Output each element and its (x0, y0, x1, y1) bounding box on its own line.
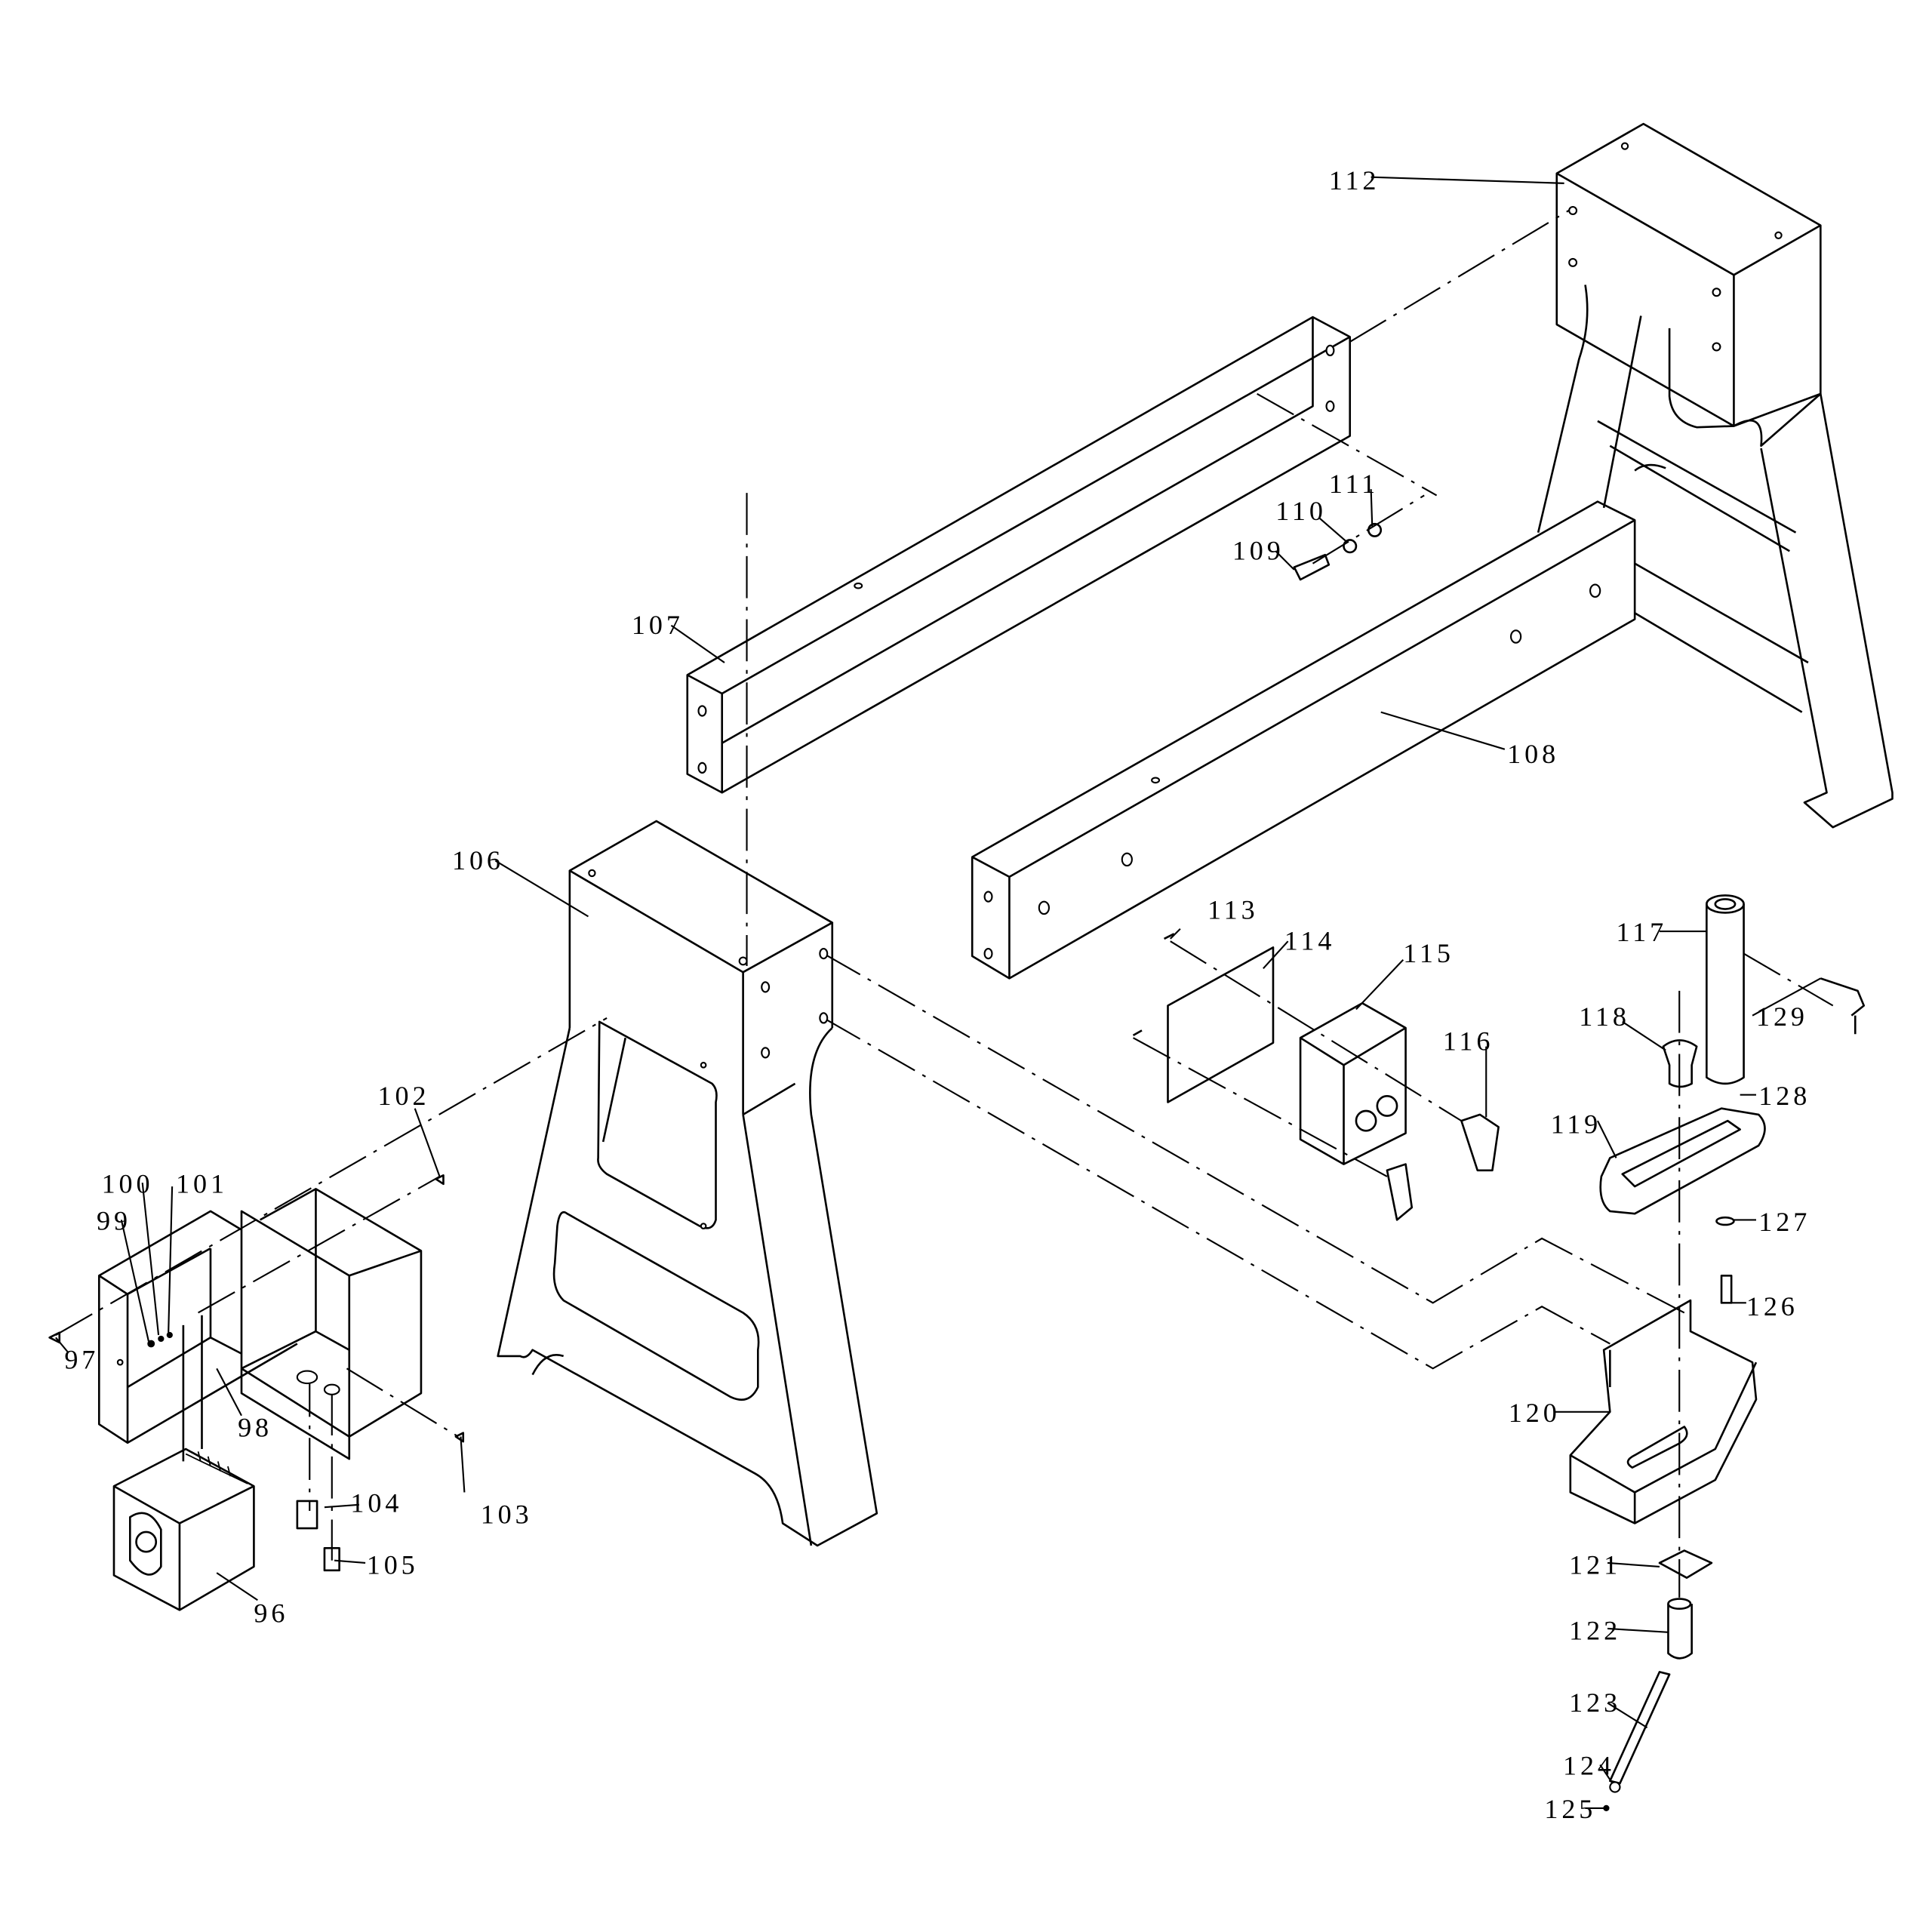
callout-121: 121 (1569, 1550, 1621, 1580)
callout-113: 113 (1208, 895, 1259, 925)
callout-127: 127 (1758, 1207, 1810, 1237)
callout-129: 129 (1756, 1001, 1808, 1032)
callout-123: 123 (1569, 1687, 1621, 1718)
inverter-96 (112, 1447, 255, 1611)
tool-rest-assembly (1569, 894, 1866, 1811)
callout-124: 124 (1563, 1751, 1615, 1781)
rail-107 (686, 315, 1352, 794)
callout-116: 116 (1443, 1026, 1494, 1057)
callout-126: 126 (1746, 1291, 1798, 1321)
callout-120: 120 (1509, 1398, 1561, 1428)
callout-112: 112 (1329, 165, 1380, 195)
callout-108: 108 (1507, 739, 1559, 769)
callout-106: 106 (452, 845, 504, 875)
callout-122: 122 (1569, 1616, 1621, 1646)
callout-107: 107 (632, 610, 684, 640)
leader-lines (55, 176, 1821, 1809)
callout-110: 110 (1275, 496, 1327, 526)
callout-114: 114 (1284, 926, 1336, 956)
rail-108 (971, 500, 1636, 980)
callout-117: 117 (1617, 917, 1668, 947)
callout-118: 118 (1579, 1001, 1630, 1032)
callout-102: 102 (378, 1081, 430, 1111)
callout-119: 119 (1551, 1109, 1602, 1140)
callout-105: 105 (367, 1550, 419, 1580)
bolt-washers (1293, 522, 1383, 581)
callout-103: 103 (481, 1499, 533, 1529)
callout-labels: 96 97 98 99 100 101 102 103 104 105 106 … (64, 165, 1810, 1824)
assembly-centerlines (55, 207, 1834, 1598)
switch-assembly (1132, 933, 1500, 1221)
callout-96: 96 (254, 1598, 288, 1629)
callout-97: 97 (64, 1344, 99, 1374)
callout-99: 99 (97, 1206, 131, 1236)
right-leg-112 (1537, 122, 1894, 829)
callout-115: 115 (1403, 938, 1454, 968)
callout-100: 100 (102, 1168, 154, 1198)
callout-128: 128 (1758, 1081, 1810, 1111)
callout-109: 109 (1232, 536, 1284, 566)
callout-125: 125 (1544, 1794, 1596, 1824)
left-leg-106 (497, 820, 878, 1547)
callout-111: 111 (1329, 469, 1379, 499)
callout-98: 98 (238, 1413, 272, 1443)
electrical-box (48, 1174, 465, 1572)
callout-104: 104 (350, 1488, 402, 1518)
callout-101: 101 (176, 1168, 228, 1198)
